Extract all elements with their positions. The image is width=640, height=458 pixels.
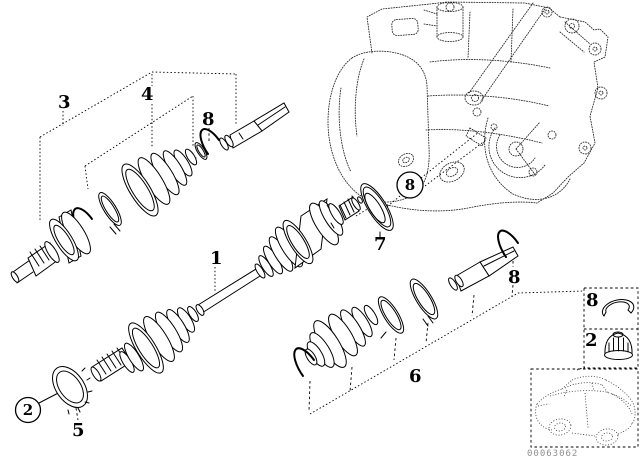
- callout-5[interactable]: 5: [72, 420, 85, 441]
- diagram-code: 00063062: [527, 449, 578, 458]
- callout-7[interactable]: 7: [374, 234, 387, 255]
- callout-1[interactable]: 1: [210, 248, 223, 269]
- inset-collar-nut: [604, 331, 633, 360]
- inset-snap-ring: [601, 299, 635, 317]
- output-boss: [439, 161, 465, 183]
- callout-8-mid[interactable]: 8: [508, 267, 521, 288]
- outer-circlip: [199, 128, 220, 155]
- selector-rod: [464, 2, 546, 106]
- trans-seal-badge[interactable]: 8: [396, 171, 424, 199]
- callout-8-badge[interactable]: 8: [405, 176, 415, 194]
- lock-ring-badge[interactable]: 2: [14, 396, 42, 424]
- callout-inset-2[interactable]: 2: [585, 330, 598, 351]
- flange-bolts: [541, 6, 608, 155]
- kit-cv-boot: [304, 304, 379, 368]
- callout-inset-8[interactable]: 8: [586, 290, 599, 311]
- boot-clamp-small: [191, 142, 208, 164]
- transmission-illustration: [327, 1, 609, 212]
- kit-grease-tube: [448, 246, 519, 292]
- outer-boot-on-shaft: [128, 304, 205, 374]
- axle-shaft-assembly: [90, 195, 363, 382]
- leader-lines: [38, 71, 586, 421]
- kit-clamp-small: [377, 296, 405, 339]
- callout-3[interactable]: 3: [58, 92, 71, 113]
- inner-boot-kit-group: [293, 229, 519, 377]
- outer-cv-joint: [10, 209, 91, 284]
- callout-4[interactable]: 4: [141, 84, 154, 105]
- callout-2-badge[interactable]: 2: [23, 401, 33, 419]
- inner-joint-on-shaft: [254, 197, 344, 279]
- mount-ear: [398, 153, 414, 167]
- output-seal-ring: [360, 183, 394, 231]
- kit-snap-ring: [497, 229, 519, 258]
- outer-joint-kit-group: [10, 102, 290, 284]
- kit-clamp-large: [409, 278, 439, 327]
- breather-boss: [423, 2, 464, 42]
- boot-clamp-large: [98, 192, 122, 235]
- threaded-stub: [90, 342, 144, 382]
- outer-cv-boot: [121, 148, 198, 217]
- kit-circlip: [293, 347, 315, 377]
- shaft-bar: [197, 268, 261, 314]
- vehicle-box: [530, 368, 639, 448]
- car-silhouette: [535, 375, 636, 446]
- grease-tube: [219, 102, 290, 151]
- protection-ring: [52, 366, 93, 415]
- spline-tip: [338, 195, 363, 221]
- callout-8-top[interactable]: 8: [202, 109, 215, 130]
- callout-6[interactable]: 6: [409, 366, 422, 387]
- inset-parts-box: 8 2: [583, 287, 639, 369]
- final-drive-housing: [484, 117, 571, 200]
